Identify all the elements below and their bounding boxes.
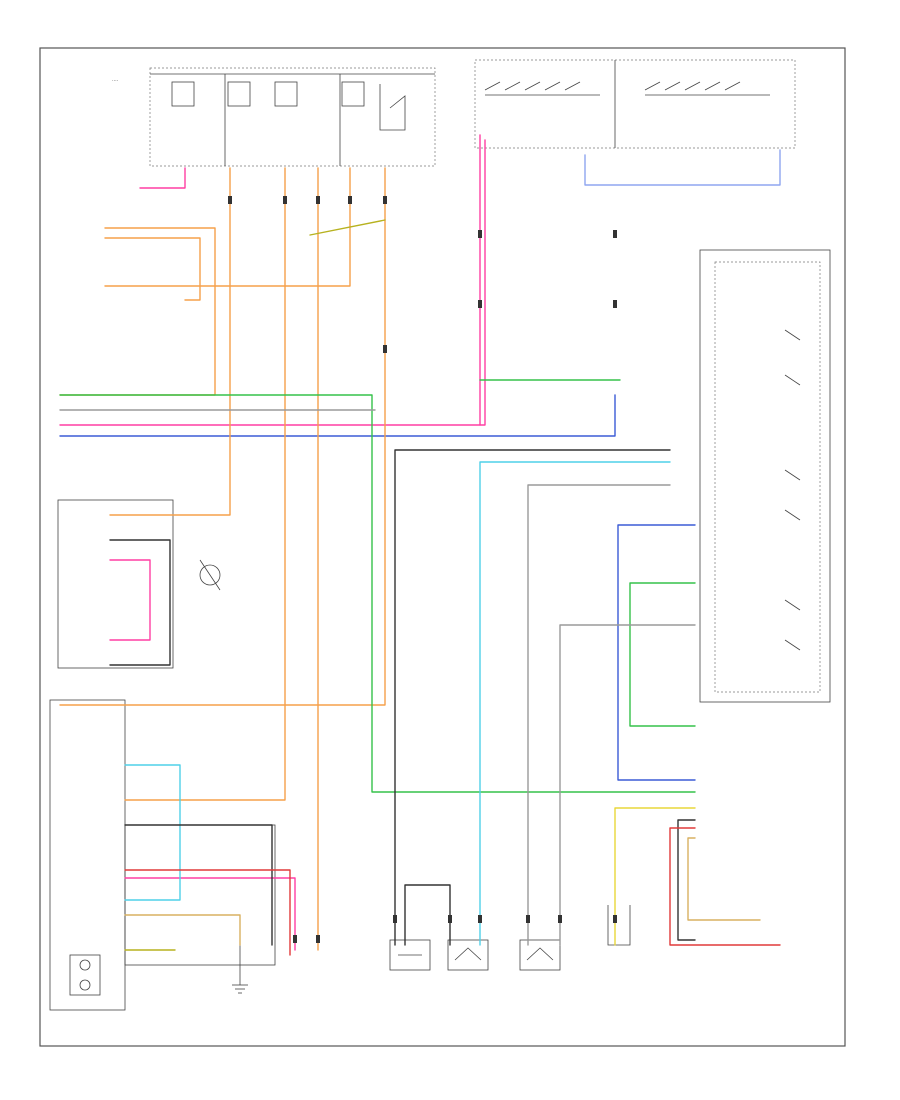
bottom-actuator-3 (519, 939, 561, 971)
wire-black-1 (394, 449, 671, 946)
wire-cyan-2 (124, 764, 181, 901)
wire-pink-blower (109, 559, 151, 641)
wire-light-blue-top (584, 149, 781, 186)
wire-blue-right (617, 524, 696, 781)
wire-gray-2 (559, 624, 696, 946)
wire-black-4 (677, 819, 696, 941)
wire-orange-4 (104, 167, 351, 287)
ground-point (232, 945, 248, 994)
wire-black-2 (109, 539, 171, 666)
wire-pink-lower (124, 877, 296, 951)
connector-markers (228, 196, 617, 943)
left-lower-hvac-module (49, 699, 276, 1011)
wire-pink-top (139, 134, 481, 426)
diagram-frame (39, 47, 846, 1047)
wire-gray-1 (527, 484, 671, 946)
wire-yellow-1 (614, 807, 696, 946)
bottom-actuator-4 (607, 905, 631, 946)
wire-red-1 (669, 827, 781, 946)
wire-cyan-1 (479, 461, 671, 946)
wire-tan-1 (124, 914, 241, 946)
top-right-switch-assembly (474, 59, 796, 149)
wire-orange-3 (109, 167, 231, 516)
wire-olive-2 (309, 219, 386, 236)
wire-green-right (629, 582, 696, 727)
top-fuse-block: ···· (112, 67, 436, 167)
wire-orange-7 (124, 167, 286, 801)
left-blower-control (57, 499, 221, 669)
wire-green-bus (59, 394, 696, 793)
bottom-actuator-1 (389, 939, 431, 971)
wire-red-2 (124, 869, 291, 956)
right-control-module (699, 249, 831, 703)
wire-pink-bus (59, 139, 486, 426)
wire-blue-bus (59, 394, 616, 437)
wire-black-3 (124, 824, 273, 946)
svg-text:····: ···· (112, 78, 119, 84)
wire-orange-2 (104, 237, 201, 301)
bottom-actuator-2 (447, 939, 489, 971)
wire-tan-2 (687, 837, 761, 921)
wire-orange-1 (59, 227, 216, 396)
wire-black-5 (404, 884, 451, 946)
